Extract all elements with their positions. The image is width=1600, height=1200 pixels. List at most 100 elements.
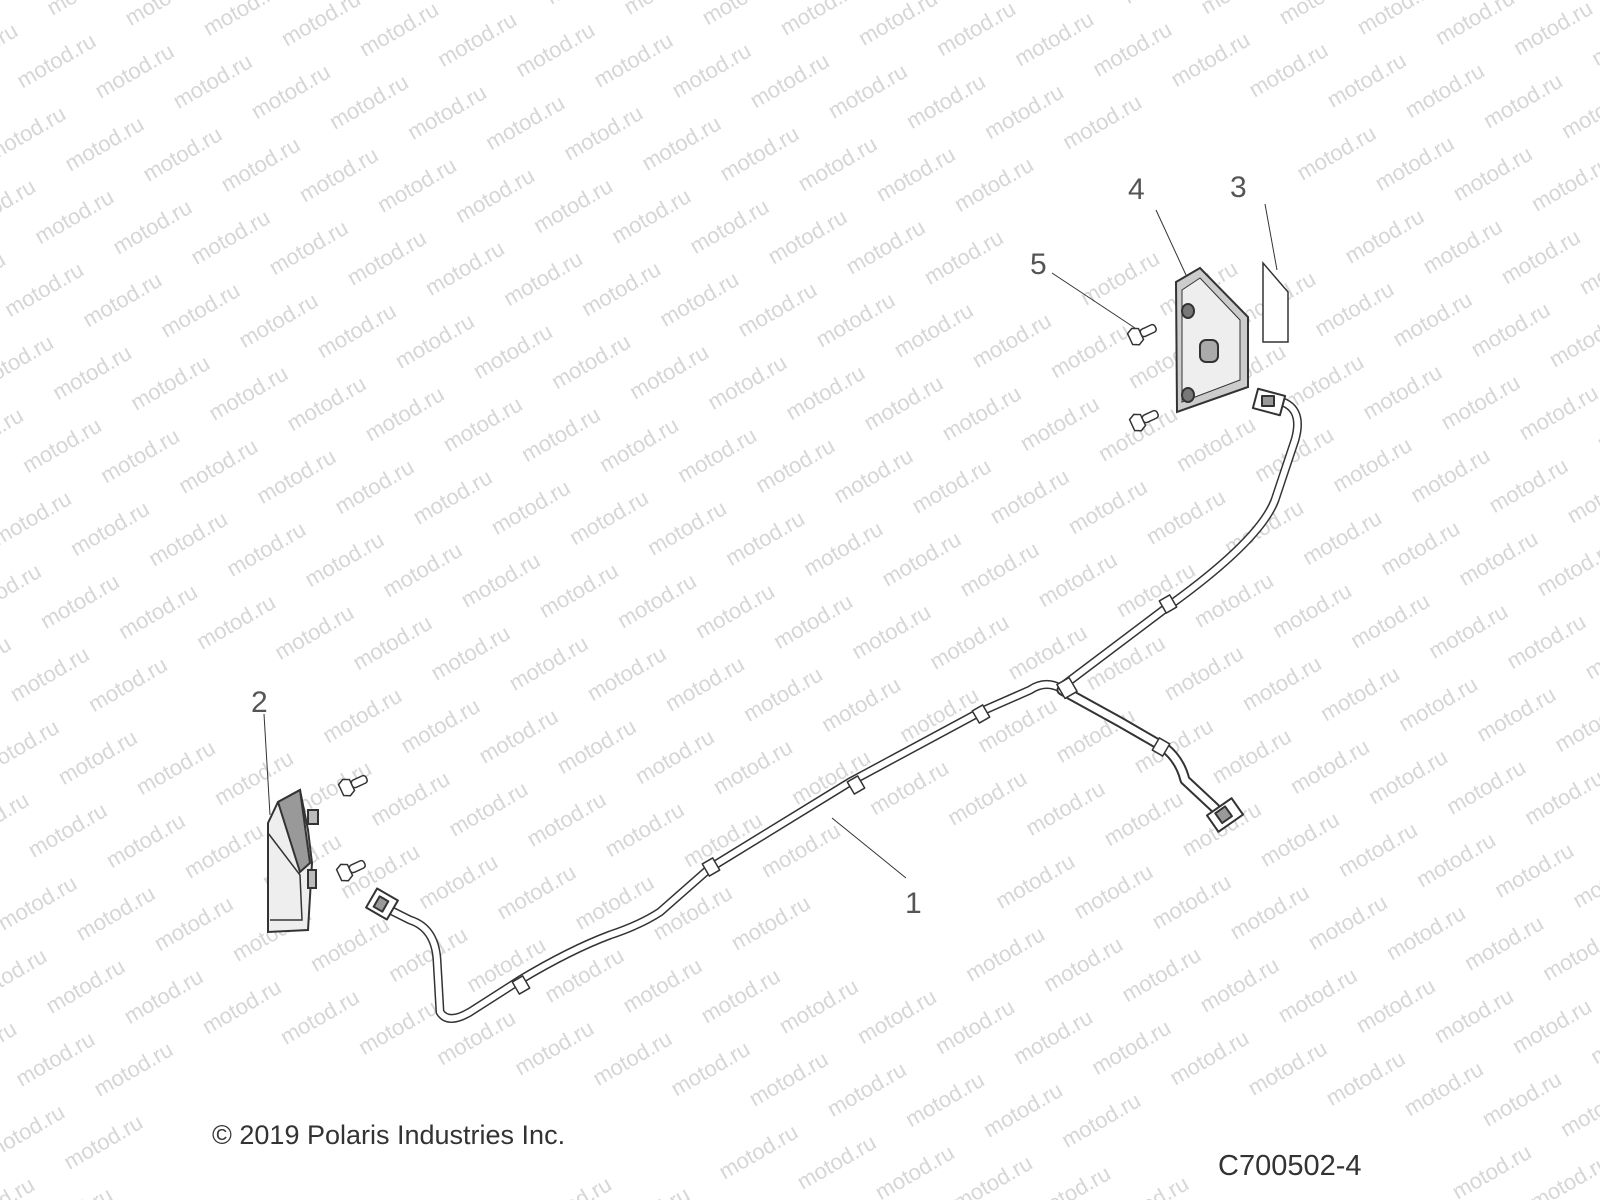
watermark-text: motod.ru [968, 308, 1056, 373]
watermark-text: motod.ru [1118, 0, 1206, 9]
watermark-text: motod.ru [714, 1119, 802, 1184]
right-cover[interactable] [1174, 266, 1249, 414]
watermark-text: motod.ru [1527, 151, 1600, 216]
watermark-text: motod.ru [1087, 1015, 1175, 1080]
watermark-text: motod.ru [751, 433, 839, 498]
watermark-text: motod.ru [666, 1036, 754, 1101]
screws[interactable] [335, 319, 1161, 883]
watermark-text: motod.ru [871, 1140, 959, 1200]
watermark-text: motod.ru [156, 277, 244, 342]
watermark-text: motod.ru [824, 58, 912, 123]
watermark-text: motod.ru [169, 49, 257, 114]
watermark-text: motod.ru [18, 413, 106, 478]
watermark-text: motod.ru [1298, 505, 1386, 570]
watermark-text: motod.ru [1346, 588, 1434, 653]
watermark-text: motod.ru [1497, 224, 1585, 289]
watermark-text: motod.ru [361, 381, 449, 446]
watermark-text: motod.ru [457, 547, 545, 612]
watermark-text: motod.ru [847, 599, 935, 664]
watermark-text: motod.ru [1485, 453, 1573, 518]
leader-2 [263, 713, 271, 816]
watermark-text: motod.ru [373, 152, 461, 217]
watermark-text: motod.ru [583, 641, 671, 706]
watermark-text: motod.ru [114, 579, 202, 644]
watermark-text: motod.ru [1376, 515, 1464, 580]
watermark-text: motod.ru [540, 942, 628, 1007]
watermark-text: motod.ru [11, 1026, 99, 1091]
watermark-text: motod.ru [1400, 1056, 1488, 1121]
watermark-text: motod.ru [1117, 942, 1205, 1007]
watermark-text: motod.ru [1352, 973, 1440, 1038]
watermark-text: motod.ru [601, 797, 689, 862]
connector-branch [1205, 797, 1245, 833]
watermark-text: motod.ru [174, 433, 262, 498]
watermark-text: motod.ru [36, 569, 124, 634]
watermark-text: motod.ru [1256, 807, 1344, 872]
watermark-text: motod.ru [186, 205, 274, 270]
wiring-harness[interactable] [365, 387, 1302, 1023]
watermark-text: motod.ru [1238, 651, 1326, 716]
watermark-text: motod.ru [1009, 1004, 1097, 1069]
watermark-text: motod.ru [102, 808, 190, 873]
watermark-text: motod.ru [354, 995, 442, 1060]
left-cover[interactable] [267, 788, 319, 934]
watermark-text: motod.ru [1226, 879, 1314, 944]
callout-5: 5 [1030, 248, 1047, 281]
watermark-text: motod.ru [41, 953, 129, 1018]
watermark-text: motod.ru [0, 1099, 69, 1164]
watermark-text: motod.ru [1021, 776, 1109, 841]
watermark-text: motod.ru [950, 152, 1038, 217]
watermark-text: motod.ru [535, 558, 623, 623]
watermark-text: motod.ru [492, 859, 580, 924]
watermark-text: motod.ru [829, 443, 917, 508]
watermark-text: motod.ru [96, 423, 184, 488]
watermark-text: motod.ru [595, 412, 683, 477]
watermark-text: motod.ru [547, 329, 635, 394]
watermark-text: motod.ru [811, 287, 899, 352]
watermark-text: motod.ru [1016, 391, 1104, 456]
watermark-text: motod.ru [902, 69, 990, 134]
watermark-text: motod.ru [1323, 47, 1411, 112]
watermark-text: motod.ru [931, 994, 1019, 1059]
watermark-text: motod.ru [511, 17, 599, 82]
watermark-text: motod.ru [1401, 58, 1489, 123]
watermark-text: motod.ru [565, 485, 653, 550]
watermark-text: motod.ru [54, 725, 142, 790]
watermark-text: motod.ru [955, 537, 1043, 602]
watermark-text: motod.ru [781, 360, 869, 425]
watermark-text: motod.ru [1454, 526, 1542, 591]
leader-4 [1155, 209, 1187, 276]
watermark-text: motod.ru [746, 48, 834, 113]
watermark-text: motod.ru [661, 651, 749, 716]
watermark-text: motod.ru [222, 516, 310, 581]
diagram-code: C700502-4 [1218, 1150, 1362, 1182]
watermark-text: motod.ru [0, 870, 81, 935]
watermark-text: motod.ru [1274, 963, 1362, 1028]
watermark-text: motod.ru [920, 225, 1008, 290]
watermark-text: motod.ru [1130, 713, 1218, 778]
watermark-text: motod.ru [854, 0, 942, 51]
leader-5 [1051, 272, 1136, 329]
watermark-text: motod.ru [1099, 786, 1187, 851]
watermark-text: motod.ru [1448, 1139, 1536, 1200]
watermark-text: motod.ru [1460, 910, 1548, 975]
watermark-text: motod.ru [691, 578, 779, 643]
watermark-text: motod.ru [366, 766, 454, 831]
watermark-text: motod.ru [1353, 0, 1441, 40]
watermark-text: motod.ru [625, 339, 713, 404]
watermark-text: motod.ru [295, 142, 383, 207]
watermark-text: motod.ru [270, 600, 358, 665]
watermark-text: motod.ru [709, 734, 797, 799]
watermark-text: motod.ru [1304, 890, 1392, 955]
watermark-text: motod.ru [1058, 89, 1146, 154]
watermark-text: motod.ru [391, 308, 479, 373]
watermark-text: motod.ru [1076, 245, 1164, 310]
reflector-decal[interactable] [1262, 260, 1289, 343]
watermark-text: motod.ru [817, 672, 905, 737]
watermark-text: motod.ru [474, 703, 562, 768]
watermark-text: motod.ru [697, 963, 785, 1028]
screw [335, 859, 366, 882]
watermark-text: motod.ru [1142, 484, 1230, 549]
watermark-text: motod.ru [378, 537, 466, 602]
